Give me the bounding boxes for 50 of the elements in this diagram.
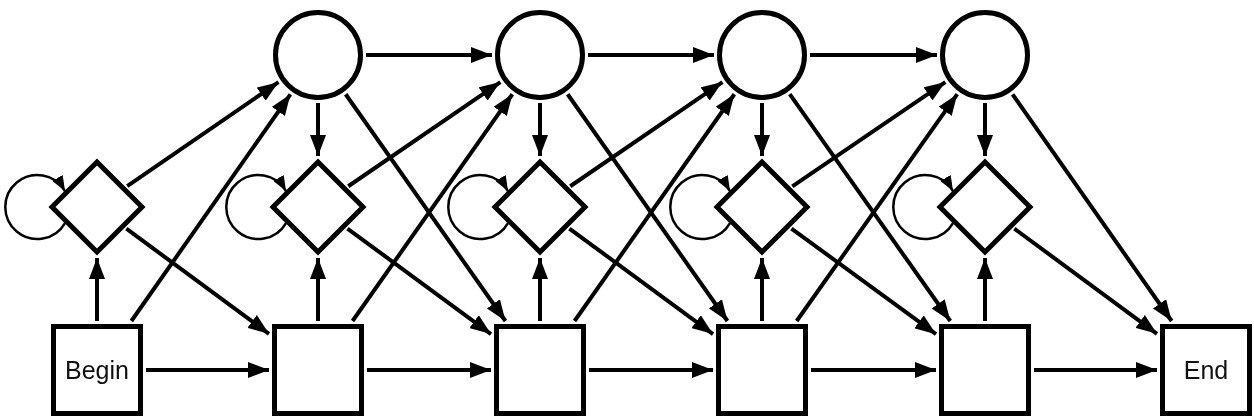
self-loop-arrow: [669, 173, 732, 241]
arrow: [754, 103, 770, 156]
square-node: [716, 324, 808, 416]
arrow: [1034, 362, 1157, 378]
arrow: [532, 258, 548, 321]
arrow: [569, 80, 724, 188]
arrow: [89, 258, 105, 321]
arrow: [1010, 93, 1174, 323]
arrow: [129, 93, 293, 323]
node-label: Begin: [65, 355, 129, 385]
arrow: [366, 47, 492, 63]
arrow: [532, 103, 548, 156]
square-node: [494, 324, 586, 416]
arrow: [568, 226, 715, 336]
diamond-node: [270, 159, 366, 255]
arrow: [126, 80, 280, 188]
arrow: [977, 103, 993, 156]
self-loop-arrow: [4, 173, 67, 241]
circle-node: [940, 10, 1030, 100]
arrow: [810, 47, 937, 63]
arrow: [589, 362, 713, 378]
square-node: [1160, 324, 1252, 416]
arrow: [346, 226, 493, 336]
circle-node: [273, 10, 363, 100]
arrow: [146, 362, 269, 378]
diamond-node: [492, 159, 588, 255]
square-node: [51, 324, 143, 416]
arrow: [977, 258, 993, 321]
self-loop-arrow: [225, 173, 288, 241]
arrow: [310, 103, 326, 156]
arrow: [1013, 227, 1159, 336]
arrow: [588, 47, 714, 63]
square-node: [939, 324, 1031, 416]
arrow: [811, 362, 936, 378]
self-loop-arrow: [447, 173, 510, 241]
square-node: [272, 324, 364, 416]
arrow: [125, 227, 271, 336]
arrow: [754, 258, 770, 321]
arrow: [791, 80, 947, 188]
diamond-node: [49, 159, 145, 255]
diamond-node: [714, 159, 810, 255]
arrow: [790, 226, 938, 336]
diamond-node: [937, 159, 1033, 255]
arrow: [347, 80, 502, 188]
self-loop-arrow: [892, 173, 955, 241]
node-label: End: [1183, 355, 1229, 385]
arrow: [310, 258, 326, 321]
circle-node: [495, 10, 585, 100]
circle-node: [717, 10, 807, 100]
arrow: [367, 362, 491, 378]
